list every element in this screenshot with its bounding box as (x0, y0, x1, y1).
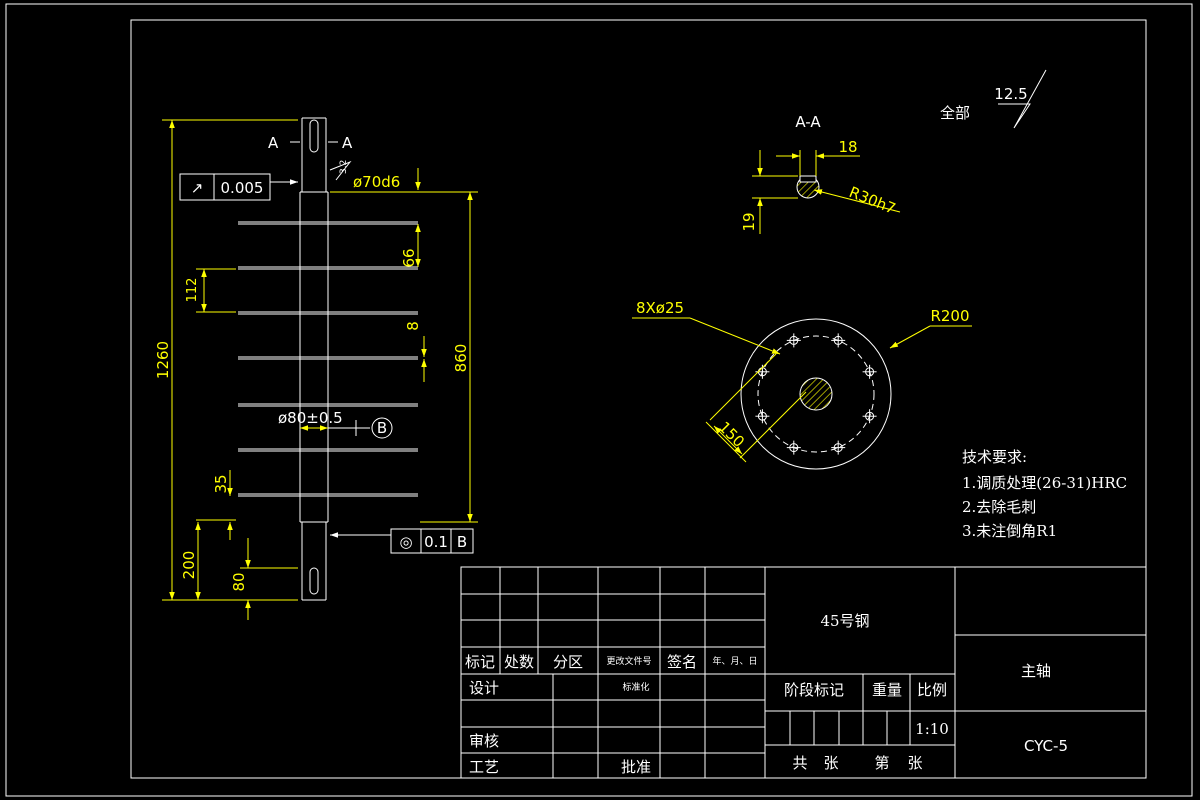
section-mark-left: A (268, 134, 279, 152)
runout-value: 0.005 (221, 179, 264, 197)
dim-150: 150 (715, 418, 748, 451)
roughness-symbol-small (329, 160, 352, 181)
coaxiality-value: 0.1 (424, 533, 448, 551)
coaxiality-tolerance-frame: ◎ 0.1 B (330, 528, 474, 554)
bolt-holes (755, 333, 877, 455)
dim-r200: R200 (930, 307, 969, 325)
section-mark-right: A (342, 134, 353, 152)
top-keyway (309, 119, 319, 153)
coaxiality-datum: B (457, 533, 467, 551)
dim-112: 112 (185, 278, 200, 303)
section-view-aa: A-A 18 19 R30h7 (740, 113, 901, 234)
dim-200: 200 (180, 551, 198, 580)
flange-outer-circle (740, 318, 892, 470)
shaft-blades (238, 221, 418, 497)
tb-header-sign: 签名 (667, 653, 697, 671)
dim-18: 18 (838, 138, 857, 156)
datum-b-label: B (377, 419, 387, 437)
technical-requirements: 技术要求: 1.调质处理(26-31)HRC 2.去除毛刺 3.未注倒角R1 (962, 448, 1127, 540)
section-view-title: A-A (795, 113, 821, 131)
tb-design: 设计 (469, 679, 499, 697)
flange-view: 8Xø25 R200 150 (632, 299, 972, 470)
dim-80: 80 (230, 572, 248, 591)
runout-symbol: ↗ (191, 179, 204, 197)
tb-scale-value: 1:10 (915, 720, 949, 738)
runout-tolerance-frame: ↗ 0.005 (179, 173, 298, 201)
tb-weight: 重量 (872, 681, 902, 699)
bolt-circle (757, 335, 875, 453)
front-view: A A 1260 860 66 112 8 35 200 (154, 117, 478, 620)
dim-860: 860 (452, 344, 470, 373)
shaft-section (799, 377, 833, 411)
roughness-top-value: 3.2 (339, 160, 349, 174)
dim-holes: 8Xø25 (636, 299, 684, 317)
tb-header-zone: 分区 (553, 653, 583, 671)
dim-66: 66 (400, 248, 418, 267)
dim-r30h7: R30h7 (847, 183, 899, 218)
tb-part-name: 主轴 (1021, 662, 1051, 680)
coaxiality-symbol: ◎ (399, 533, 412, 551)
tb-material: 45号钢 (820, 612, 869, 630)
dim-8: 8 (404, 321, 422, 331)
tb-drawing-number: CYC-5 (1024, 737, 1068, 755)
tb-header-mark: 标记 (465, 653, 495, 671)
tb-process: 工艺 (469, 758, 499, 776)
tb-standardization: 标准化 (622, 681, 649, 693)
dim-shaft-diameter: ø80±0.5 (278, 409, 343, 427)
title-block: 标记 处数 分区 更改文件号 签名 年、月、日 设计 标准化 审核 工艺 批准 … (460, 566, 1147, 779)
tb-sheets-unit-1: 张 (823, 754, 838, 772)
tb-sheet-no: 第 (874, 754, 889, 772)
tech-req-title: 技术要求: (962, 448, 1027, 466)
tb-approve: 批准 (621, 758, 651, 776)
dim-1260: 1260 (154, 341, 172, 379)
tb-stage-mark: 阶段标记 (784, 681, 844, 699)
tech-req-item-2: 2.去除毛刺 (962, 498, 1036, 516)
roughness-symbol (998, 69, 1047, 129)
bottom-keyway (309, 567, 319, 595)
tech-req-item-3: 3.未注倒角R1 (962, 522, 1057, 540)
tech-req-item-1: 1.调质处理(26-31)HRC (962, 474, 1127, 492)
tb-header-count: 处数 (504, 653, 534, 671)
tb-total: 共 (792, 754, 807, 772)
sheet-border (5, 3, 1193, 797)
dim-19: 19 (740, 212, 758, 231)
roughness-all-label: 全部 (940, 104, 970, 122)
tb-sheets-unit-2: 张 (907, 754, 922, 772)
surface-roughness-all: 全部 12.5 (940, 69, 1047, 129)
tb-header-date: 年、月、日 (712, 655, 757, 667)
tb-scale-label: 比例 (917, 681, 947, 699)
tb-header-change-doc: 更改文件号 (606, 655, 651, 667)
dim-35: 35 (212, 474, 230, 493)
roughness-all-value: 12.5 (994, 85, 1027, 103)
datum-b-circle (371, 417, 393, 439)
tb-review: 审核 (469, 732, 499, 750)
dim-top-diameter: ø70d6 (353, 173, 400, 191)
